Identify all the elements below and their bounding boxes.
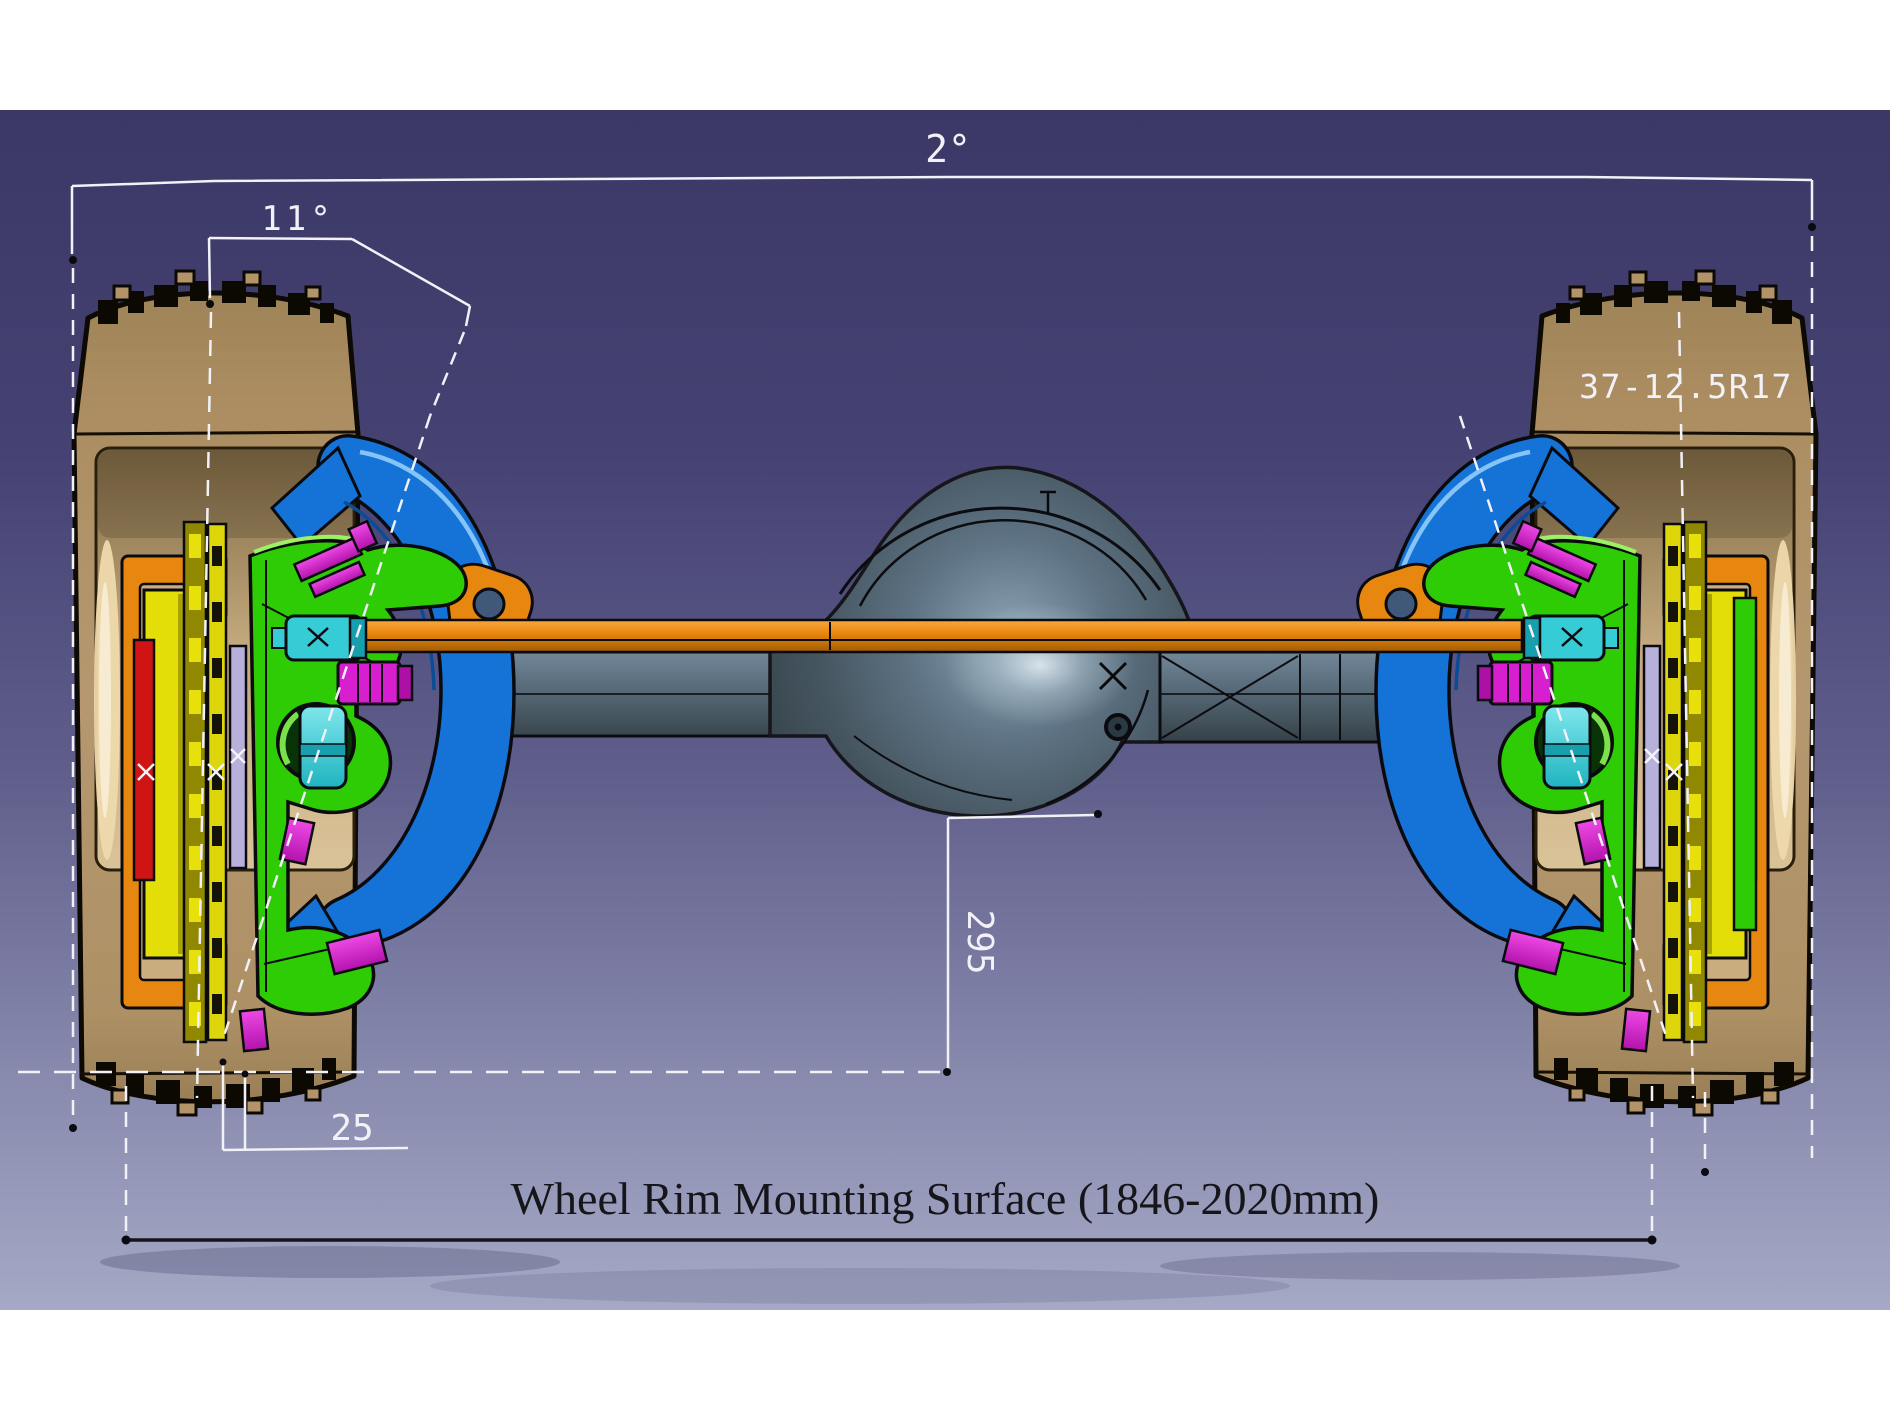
- offset-dim-line: [222, 1146, 409, 1152]
- kingpin-dim-tail: [464, 305, 472, 327]
- floor-shadows: [100, 1246, 1680, 1304]
- toe-dimension-line: [71, 175, 1813, 188]
- kingpin-dim-vertical: [207, 237, 212, 299]
- differential-top-mark: [1040, 490, 1056, 514]
- top-white-band: [0, 0, 1890, 110]
- differential-flange-arc-outer: [838, 506, 1162, 595]
- track-width-label: Wheel Rim Mounting Surface (1846-2020mm): [511, 1173, 1380, 1224]
- differential-center-x-mark: [1098, 661, 1128, 691]
- kingpin-angle-label: 11°: [261, 199, 334, 239]
- track-width-dimension: [121, 1235, 1657, 1245]
- drop-dim-horizontal: [947, 813, 1095, 820]
- kingpin-dim-tail-dashed: [428, 331, 466, 417]
- offset-dimension-label: 25: [330, 1108, 373, 1149]
- dimension-endpoints: [69, 223, 1816, 1176]
- differential-drain-plug-center: [1114, 723, 1122, 731]
- differential-body-seam: [853, 735, 1013, 801]
- right-brake-strip-green: [1732, 596, 1758, 932]
- toe-angle-label: 2°: [925, 127, 971, 171]
- kingpin-dim-angled: [351, 237, 471, 308]
- differential-cover-arc: [1045, 689, 1150, 806]
- dimension-layer: [18, 175, 1814, 1236]
- drop-dimension-label: 295: [959, 909, 1000, 974]
- tire-size-label: 37-12.5R17: [1579, 367, 1793, 406]
- differential-flange-arc-inner: [858, 519, 1148, 607]
- left-tire-centerline: [195, 311, 213, 1099]
- kingpin-dim-horizontal: [208, 236, 353, 241]
- right-tire-centerline: [1677, 311, 1695, 1099]
- tie-rod-bar: [356, 618, 1524, 654]
- tie-rod: [349, 618, 1524, 655]
- bottom-white-band: [0, 1310, 1890, 1417]
